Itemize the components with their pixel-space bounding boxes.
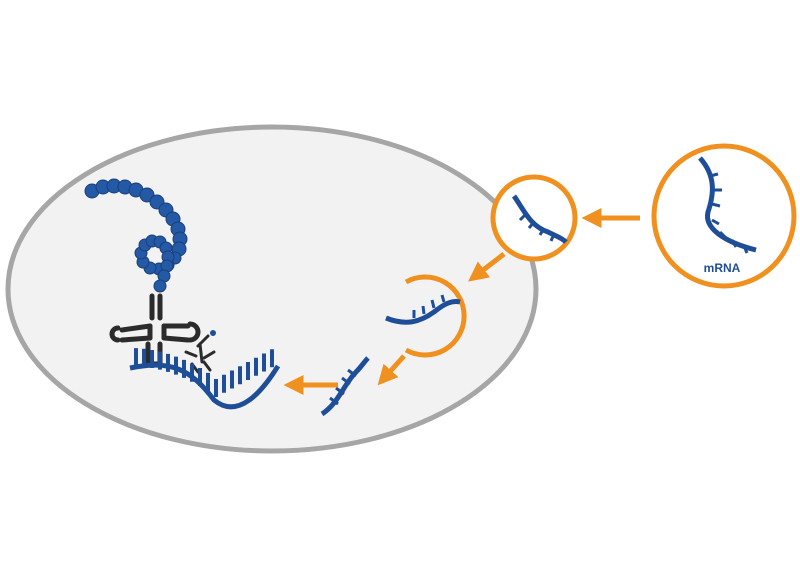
peptide-chain xyxy=(84,178,188,293)
fusing-vesicle xyxy=(385,274,467,358)
free-mrna-strand xyxy=(320,356,370,417)
cell-mrna-strand xyxy=(129,348,281,410)
mrna-label: mRNA xyxy=(704,261,741,275)
cell xyxy=(5,124,539,454)
outer-vesicle xyxy=(651,143,797,289)
arrow-fusing-to-free xyxy=(377,354,406,386)
trna-small-icon xyxy=(184,330,216,374)
peptide-bead xyxy=(153,279,167,293)
arrow-entering-to-fusing xyxy=(468,252,506,282)
entering-vesicle xyxy=(490,174,578,262)
